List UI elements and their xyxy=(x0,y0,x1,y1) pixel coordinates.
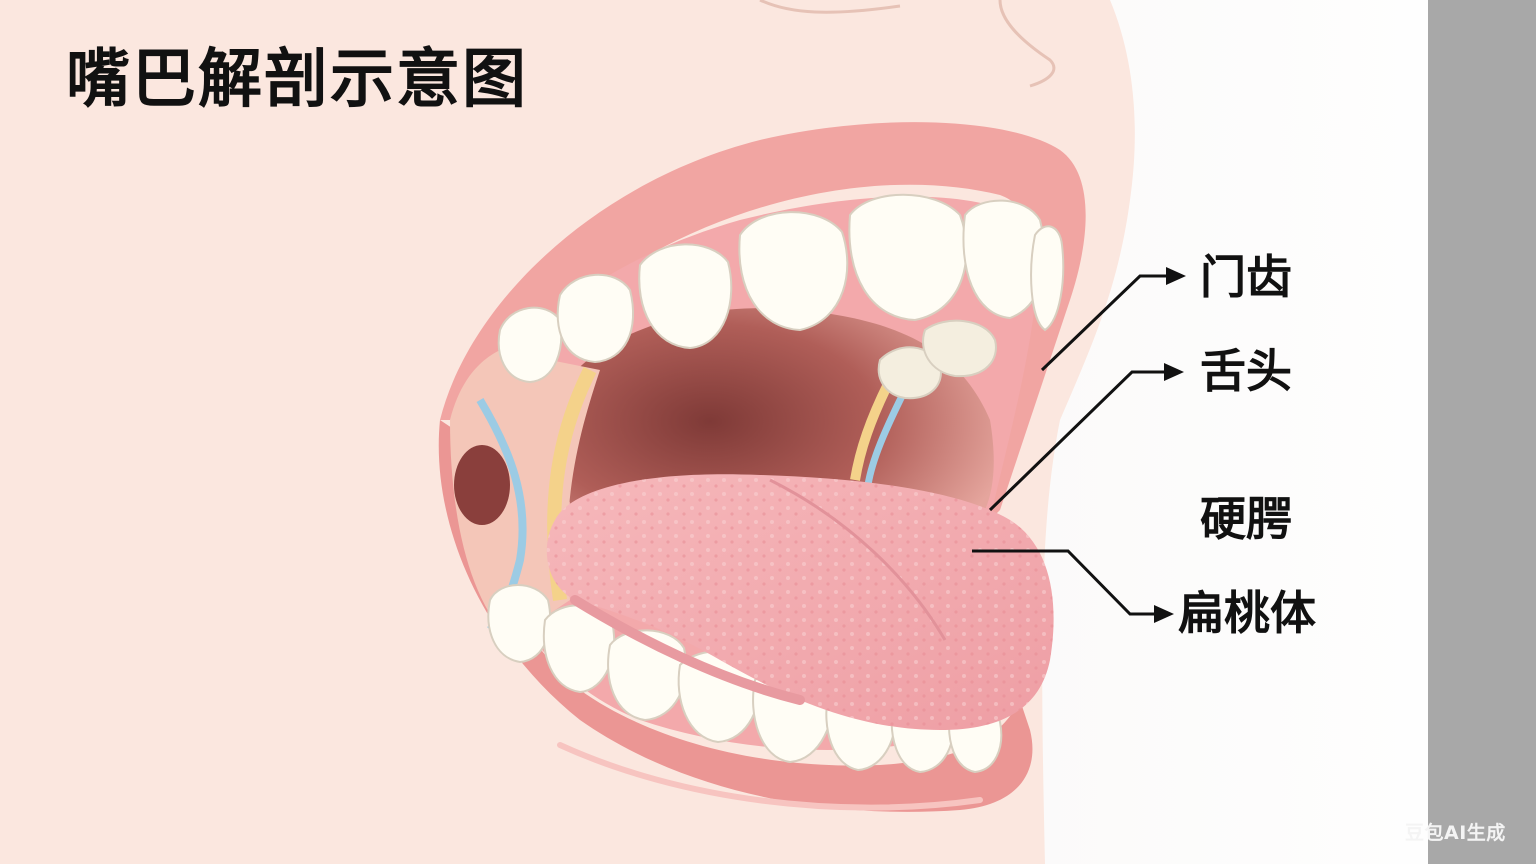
lower-lip-highlight xyxy=(557,742,983,811)
lower-lip xyxy=(438,420,1033,812)
tongue-texture xyxy=(546,474,1054,730)
upper-tooth xyxy=(848,193,968,322)
upper-tooth xyxy=(738,211,849,332)
upper-tooth xyxy=(1030,225,1065,332)
nostril-outline xyxy=(998,0,1056,88)
leader-lines xyxy=(972,274,1170,616)
vessel-blue xyxy=(864,388,909,486)
upper-teeth xyxy=(497,193,1065,400)
leader-tonsil xyxy=(972,549,1158,616)
tongue-midline xyxy=(769,478,947,641)
vessel-red xyxy=(850,377,895,481)
arrowhead-tongue xyxy=(1164,363,1184,381)
cheek-cavity xyxy=(454,445,510,525)
upper-molar xyxy=(877,346,942,400)
label-hard-palate: 硬腭 xyxy=(1200,492,1292,546)
upper-tooth xyxy=(556,273,635,364)
upper-tooth xyxy=(638,243,733,350)
label-tonsil: 扁桃体 xyxy=(1178,586,1316,640)
leader-incisor xyxy=(1040,274,1170,372)
diagram-title: 嘴巴解剖示意图 xyxy=(66,42,528,117)
upper-tooth xyxy=(497,306,563,384)
label-incisor: 门齿 xyxy=(1200,250,1292,304)
upper-molar xyxy=(922,319,997,378)
lower-gum xyxy=(570,595,805,705)
arrowhead-tonsil xyxy=(1154,605,1174,623)
arrowhead-incisor xyxy=(1166,267,1186,285)
leader-arrowheads xyxy=(1154,267,1186,623)
label-tongue: 舌头 xyxy=(1200,344,1292,398)
right-edge-bar xyxy=(1428,0,1536,864)
nose-outline xyxy=(759,0,901,14)
upper-lip xyxy=(440,122,1086,520)
leader-tongue xyxy=(988,370,1168,512)
watermark: 豆包AI生成 xyxy=(1405,822,1506,844)
